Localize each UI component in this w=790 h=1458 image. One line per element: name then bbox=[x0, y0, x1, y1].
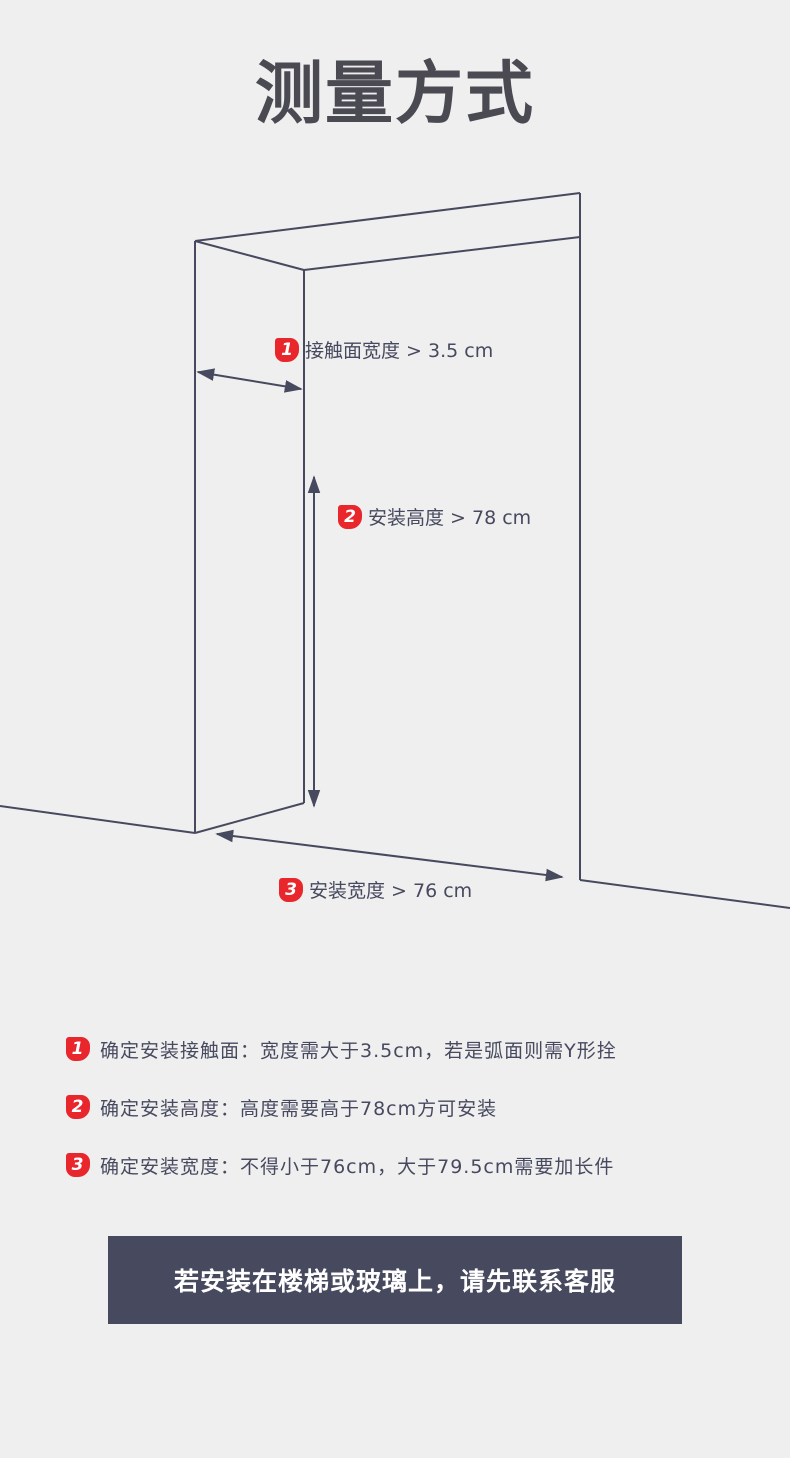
badge-3-icon: 3 bbox=[66, 1153, 90, 1177]
notes-list: 1 确定安装接触面：宽度需大于3.5cm，若是弧面则需Y形拴 2 确定安装高度：… bbox=[66, 1020, 617, 1194]
floor-left bbox=[0, 805, 196, 834]
label-contact-width: 1 接触面宽度 > 3.5 cm bbox=[275, 336, 493, 363]
note-item: 1 确定安装接触面：宽度需大于3.5cm，若是弧面则需Y形拴 bbox=[66, 1020, 617, 1078]
arrow-install-width bbox=[215, 829, 564, 882]
label-install-width: 3 安装宽度 > 76 cm bbox=[279, 876, 472, 903]
badge-2-icon: 2 bbox=[66, 1095, 90, 1119]
page-title: 测量方式 bbox=[254, 55, 535, 134]
note-item: 2 确定安装高度：高度需要高于78cm方可安装 bbox=[66, 1078, 617, 1136]
note-text: 确定安装宽度：不得小于76cm，大于79.5cm需要加长件 bbox=[100, 1155, 615, 1178]
badge-2-icon: 2 bbox=[338, 504, 362, 529]
label-text: 安装高度 > 78 cm bbox=[368, 507, 532, 529]
frame-depth-top bbox=[194, 240, 305, 271]
label-text: 安装宽度 > 76 cm bbox=[309, 880, 473, 902]
badge-1-icon: 1 bbox=[66, 1037, 90, 1061]
note-text: 确定安装高度：高度需要高于78cm方可安装 bbox=[100, 1097, 498, 1120]
note-text: 确定安装接触面：宽度需大于3.5cm，若是弧面则需Y形拴 bbox=[100, 1039, 617, 1062]
frame-top-outer bbox=[194, 192, 581, 242]
badge-1-icon: 1 bbox=[275, 337, 299, 362]
note-item: 3 确定安装宽度：不得小于76cm，大于79.5cm需要加长件 bbox=[66, 1136, 617, 1194]
frame-depth-bottom bbox=[194, 802, 305, 834]
floor-right bbox=[579, 879, 790, 909]
badge-3-icon: 3 bbox=[279, 877, 303, 902]
label-install-height: 2 安装高度 > 78 cm bbox=[338, 503, 531, 530]
frame-top-inner bbox=[303, 236, 581, 271]
contact-service-banner: 若安装在楼梯或玻璃上，请先联系客服 bbox=[108, 1236, 682, 1324]
label-text: 接触面宽度 > 3.5 cm bbox=[305, 340, 494, 362]
door-frame-diagram bbox=[0, 192, 790, 909]
arrow-contact-width bbox=[196, 368, 303, 393]
